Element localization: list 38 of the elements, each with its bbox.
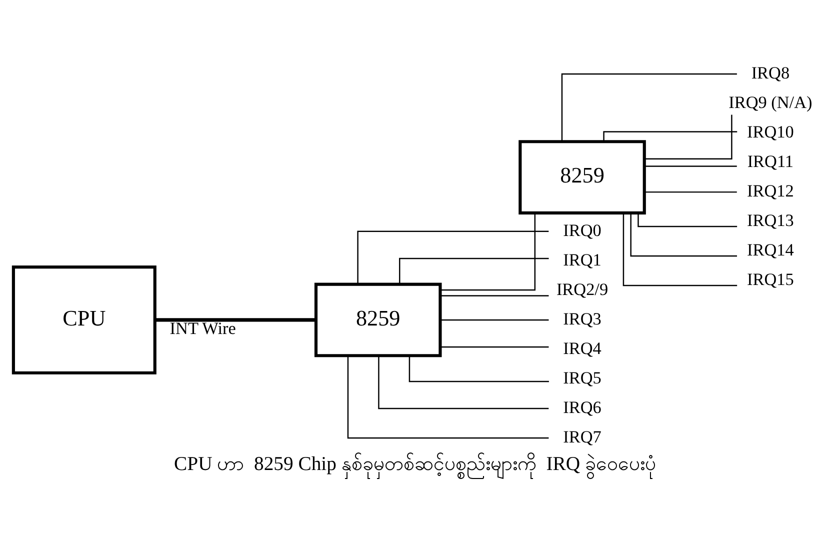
node-text: IRQ5 — [563, 368, 602, 388]
node-text: IRQ1 — [563, 250, 602, 269]
connector — [440, 212, 536, 290]
node-text: IRQ12 — [747, 181, 794, 200]
node-text: IRQ13 — [747, 210, 794, 230]
connector — [630, 212, 737, 256]
connector — [440, 346, 549, 348]
connector — [440, 318, 549, 320]
node-box: 8259 — [518, 140, 646, 214]
node-text: IRQ9 (N/A) — [728, 92, 812, 112]
connector — [154, 318, 316, 322]
connector — [622, 212, 738, 286]
node-text: IRQ14 — [747, 240, 794, 260]
connector — [644, 190, 737, 192]
connector — [440, 294, 549, 296]
connector — [357, 230, 549, 284]
connector — [378, 356, 549, 409]
node-text: IRQ0 — [563, 220, 602, 240]
connector — [638, 212, 738, 227]
node-text: IRQ3 — [563, 309, 602, 328]
connector — [561, 72, 737, 141]
node-box: 8259 — [314, 282, 442, 357]
node-box: CPU — [12, 265, 156, 374]
node-text: IRQ4 — [563, 338, 602, 358]
node-text: IRQ7 — [563, 427, 602, 446]
node-text: IRQ10 — [747, 122, 794, 142]
node-text: IRQ11 — [747, 152, 794, 171]
connector — [603, 130, 738, 141]
node-text: IRQ6 — [563, 398, 602, 417]
connector — [644, 165, 737, 166]
node-text: IRQ8 — [751, 63, 790, 82]
connector — [644, 114, 732, 159]
connector — [399, 257, 549, 284]
node-text: IRQ2/9 — [556, 280, 608, 298]
edge-label: INT Wire — [170, 318, 236, 338]
connector — [408, 355, 549, 382]
node-text: IRQ15 — [747, 270, 794, 289]
connector — [347, 355, 549, 438]
